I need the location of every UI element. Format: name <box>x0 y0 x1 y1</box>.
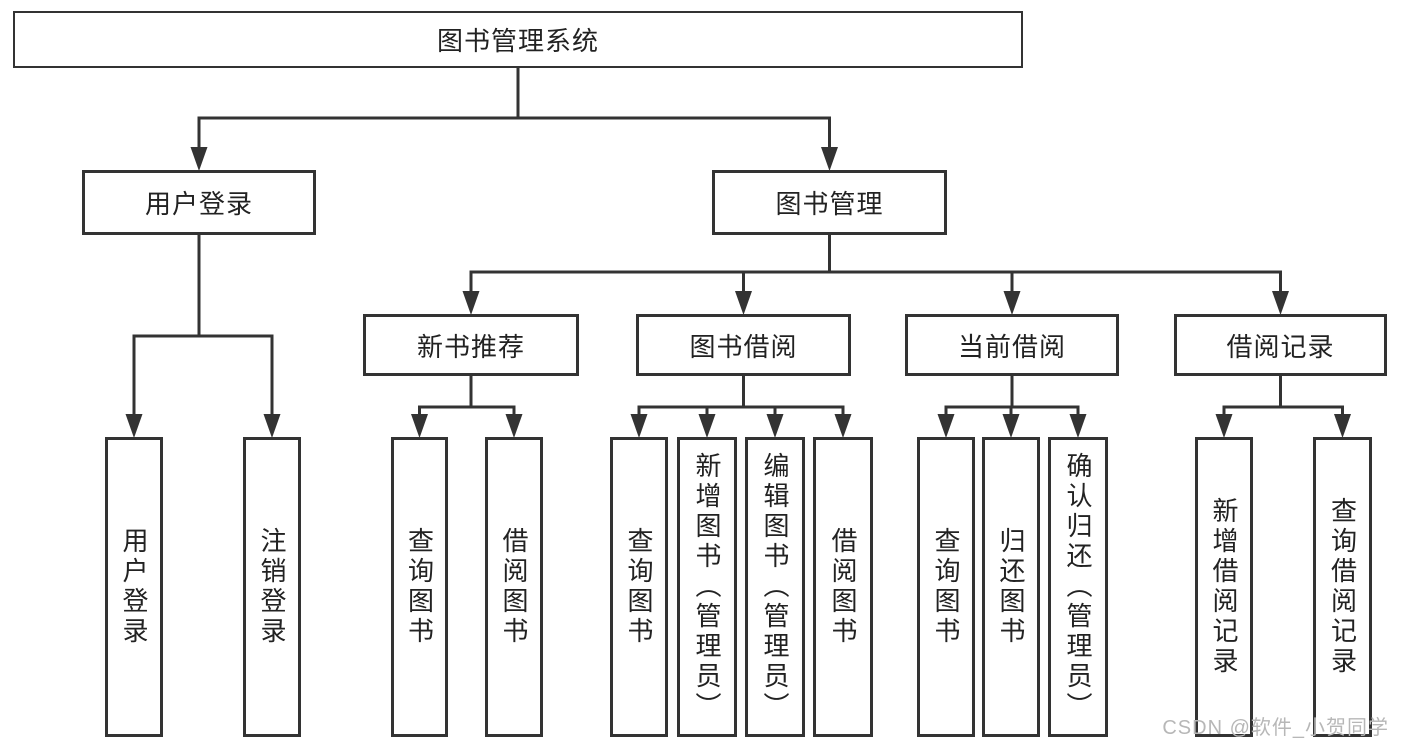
arrowhead-icon <box>766 414 784 438</box>
arrowhead-icon <box>834 414 852 438</box>
arrowhead-icon <box>821 147 838 171</box>
node-book-borrow: 图书借阅 <box>636 314 851 376</box>
arrowhead-icon <box>1002 414 1020 438</box>
node-label-br-query-record: 查询借阅记录 <box>1327 497 1358 677</box>
arrowhead-icon <box>1069 414 1087 438</box>
node-label-cb-query-books: 查询图书 <box>931 527 961 647</box>
arrowhead-icon <box>125 414 143 438</box>
arrowhead-icon <box>190 147 208 171</box>
arrowhead-icon <box>263 414 281 438</box>
arrowhead-icon <box>462 291 480 315</box>
arrowhead-icon <box>411 414 428 438</box>
arrowhead-icon <box>1215 414 1233 438</box>
node-label-book-borrow: 图书借阅 <box>689 331 798 362</box>
arrowhead-icon <box>937 414 955 438</box>
node-label-nbr-borrow-books: 借阅图书 <box>499 527 529 647</box>
node-nbr-borrow-books: 借阅图书 <box>485 437 543 737</box>
node-label-logout-login: 注销登录 <box>257 527 287 647</box>
node-book-mgmt: 图书管理 <box>712 170 947 235</box>
node-bb-borrow-books: 借阅图书 <box>813 437 873 737</box>
node-label-cb-return-books: 归还图书 <box>996 527 1026 647</box>
node-label-borrow-records: 借阅记录 <box>1226 331 1335 362</box>
node-new-book-rec: 新书推荐 <box>363 314 579 376</box>
node-bb-query-books: 查询图书 <box>610 437 668 737</box>
node-label-nbr-query-books: 查询图书 <box>404 527 435 647</box>
node-label-user-login-group: 用户登录 <box>144 189 253 219</box>
node-bb-edit-books: 编辑图书（管理员） <box>745 437 805 737</box>
node-root: 图书管理系统 <box>13 11 1023 68</box>
node-label-bb-query-books: 查询图书 <box>624 527 654 647</box>
node-nbr-query-books: 查询图书 <box>391 437 448 737</box>
node-label-book-mgmt: 图书管理 <box>775 189 884 219</box>
node-cb-return-books: 归还图书 <box>982 437 1040 737</box>
node-cb-confirm-return: 确认归还（管理员） <box>1048 437 1108 737</box>
arrowhead-icon <box>1003 291 1021 315</box>
node-label-cb-confirm-return: 确认归还（管理员） <box>1063 452 1093 722</box>
node-label-current-borrow: 当前借阅 <box>957 331 1066 362</box>
node-label-new-book-rec: 新书推荐 <box>416 331 525 362</box>
watermark-text: CSDN @软件_小贺同学 <box>1162 717 1389 739</box>
node-cb-query-books: 查询图书 <box>917 437 975 737</box>
arrowhead-icon <box>1334 414 1351 438</box>
node-current-borrow: 当前借阅 <box>905 314 1119 376</box>
node-user-login: 用户登录 <box>105 437 163 737</box>
arrowhead-icon <box>505 414 523 438</box>
node-bb-add-books: 新增图书（管理员） <box>677 437 737 737</box>
arrowhead-icon <box>735 291 752 315</box>
node-br-query-record: 查询借阅记录 <box>1313 437 1372 737</box>
arrowhead-icon <box>698 414 716 438</box>
node-label-bb-add-books: 新增图书（管理员） <box>692 452 722 722</box>
node-label-root: 图书管理系统 <box>436 26 599 56</box>
node-user-login-group: 用户登录 <box>82 170 316 235</box>
arrowhead-icon <box>630 414 648 438</box>
arrowhead-icon <box>1272 291 1289 315</box>
node-logout-login: 注销登录 <box>243 437 301 737</box>
node-borrow-records: 借阅记录 <box>1174 314 1387 376</box>
node-label-bb-borrow-books: 借阅图书 <box>828 527 858 647</box>
node-label-user-login: 用户登录 <box>119 527 149 647</box>
node-label-br-add-record: 新增借阅记录 <box>1209 497 1239 677</box>
node-label-bb-edit-books: 编辑图书（管理员） <box>760 452 790 722</box>
node-br-add-record: 新增借阅记录 <box>1195 437 1253 737</box>
